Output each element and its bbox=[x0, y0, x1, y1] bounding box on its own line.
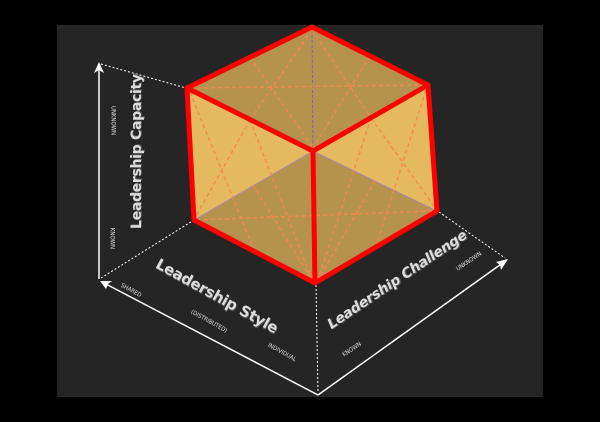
vertical-axis-title: Leadership Capacity bbox=[129, 74, 145, 229]
axes bbox=[94, 62, 508, 396]
guide-dotted-center bbox=[315, 284, 319, 394]
style-axis bbox=[103, 282, 319, 396]
dashed-star-lines bbox=[189, 29, 435, 281]
cube bbox=[184, 24, 440, 286]
vertical-axis-high-label: UNKNOWN bbox=[109, 105, 117, 136]
guide-dotted-right bbox=[438, 211, 506, 259]
guide-dotted-top bbox=[100, 63, 187, 89]
challenge-axis bbox=[317, 261, 505, 396]
arrow-up-icon bbox=[94, 62, 104, 73]
inner-vertical bbox=[311, 29, 314, 151]
arrow-right-icon bbox=[496, 259, 508, 270]
cube-top-face bbox=[187, 27, 428, 151]
cube-edges bbox=[184, 24, 440, 286]
vertical-axis-low-label: KNOWN bbox=[108, 227, 116, 250]
arrow-left-icon bbox=[100, 281, 112, 289]
